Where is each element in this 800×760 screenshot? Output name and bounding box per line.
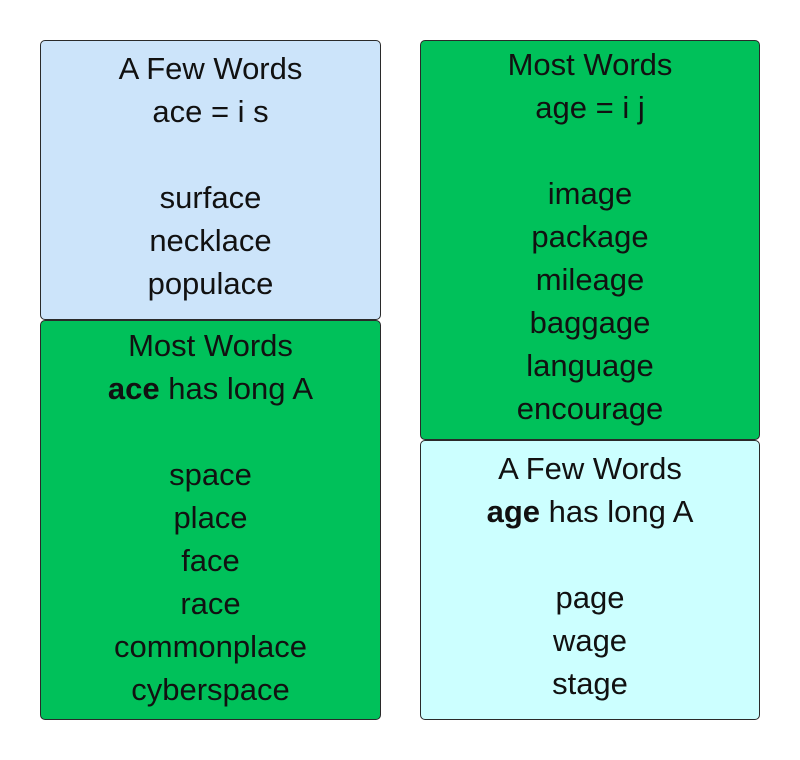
pronunciation-rule: age = i j	[535, 90, 645, 125]
rule-text: has long A	[540, 494, 694, 529]
example-word: image	[547, 176, 633, 211]
example-word: populace	[147, 266, 274, 301]
pronunciation-rule: ace has long A	[41, 367, 380, 410]
age-few-words-box: A Few Words age has long A page wage sta…	[420, 440, 760, 720]
example-word: baggage	[529, 305, 651, 340]
example-word: surface	[159, 180, 262, 215]
ace-most-words-box: Most Words ace has long A space place fa…	[40, 320, 381, 720]
box-heading: A Few Words	[498, 451, 682, 486]
example-word: commonplace	[114, 629, 307, 664]
example-word: language	[526, 348, 654, 383]
example-word: page	[555, 580, 625, 615]
box-heading: Most Words	[128, 328, 293, 363]
age-most-words-box: Most Words age = i j image package milea…	[420, 40, 760, 440]
rule-pattern: age	[486, 494, 540, 529]
example-word: place	[173, 500, 248, 535]
ace-few-words-box: A Few Words ace = i s surface necklace p…	[40, 40, 381, 320]
example-word: wage	[552, 623, 628, 658]
example-word: cyberspace	[131, 672, 290, 707]
example-word: face	[181, 543, 240, 578]
rule-pattern: ace	[107, 371, 160, 406]
pronunciation-rule: age has long A	[421, 490, 759, 533]
example-word: package	[531, 219, 649, 254]
box-heading: Most Words	[507, 47, 673, 82]
example-word: space	[169, 457, 252, 492]
box-heading: A Few Words	[118, 51, 303, 86]
example-word: encourage	[516, 391, 664, 426]
example-word: race	[180, 586, 241, 621]
example-word: necklace	[149, 223, 272, 258]
example-word: mileage	[535, 262, 645, 297]
rule-text: has long A	[159, 371, 314, 406]
pronunciation-rule: ace = i s	[152, 94, 269, 129]
example-word: stage	[552, 666, 628, 701]
